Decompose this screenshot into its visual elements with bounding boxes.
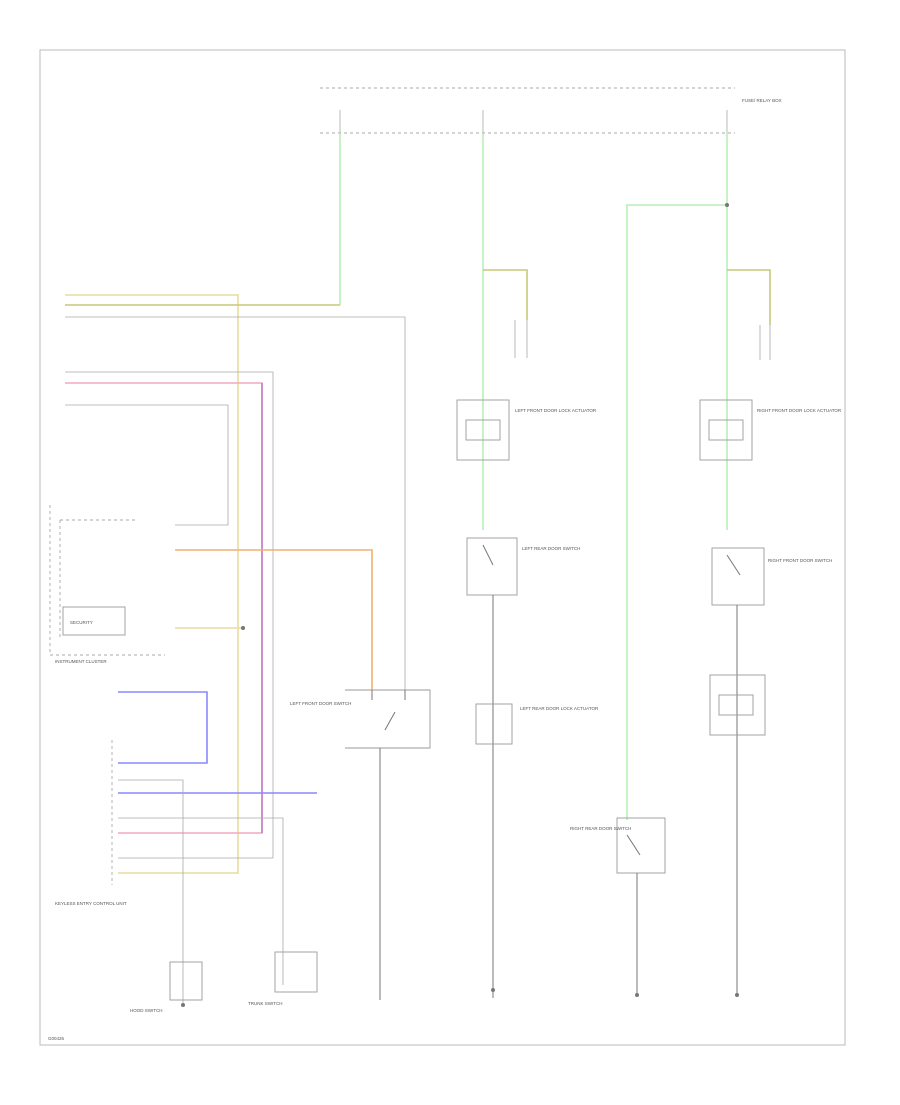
security-indicator (62, 606, 126, 636)
wire-gry-1 (65, 316, 406, 690)
rr-door-switch: RIGHT REAR DOOR SWITCH (570, 817, 666, 997)
diagram-code: G00426 (48, 1036, 65, 1041)
wire-blu-1 (118, 691, 208, 764)
hood-switch-label: HOOD SWITCH (130, 1008, 163, 1013)
splice-dot (725, 203, 729, 207)
lr-actuator-label: LEFT REAR DOOR LOCK ACTUATOR (520, 706, 599, 711)
upper-sensors (483, 269, 771, 360)
rf-door-sw-label: RIGHT FRONT DOOR SWITCH (768, 558, 832, 563)
instrument-cluster: SECURITY INSTRUMENT CLUSTER (49, 505, 165, 664)
fuse-box: FUSE/ RELAY BOX (320, 87, 782, 134)
instrument-cluster-label: INSTRUMENT CLUSTER (55, 659, 107, 664)
wire-gry-3 (65, 404, 229, 526)
rr-door-switch-label: RIGHT REAR DOOR SWITCH (570, 826, 631, 831)
wire-gry-5 (118, 817, 284, 985)
wire-yel-top (65, 294, 239, 874)
wire-org (175, 549, 373, 690)
wire-pnk (65, 382, 263, 834)
security-label: SECURITY (70, 620, 93, 625)
lf-door-sw-right-label: LEFT REAR DOOR SWITCH (522, 546, 580, 551)
trunk-switch-label: TRUNK SWITCH (248, 1001, 283, 1006)
fuse-box-label: FUSE/ RELAY BOX (742, 98, 782, 103)
hood-switch: HOOD SWITCH (130, 961, 203, 1013)
lf-door-switch-label: LEFT FRONT DOOR SWITCH (290, 701, 351, 706)
rf-actuator: RIGHT FRONT DOOR LOCK ACTUATOR RIGHT FRO… (699, 399, 842, 997)
lf-actuator: LEFT FRONT DOOR LOCK ACTUATOR LEFT REAR … (456, 399, 597, 992)
splice-dot (241, 626, 245, 630)
wire-grn-4 (626, 204, 727, 820)
wire-gry-4 (118, 779, 184, 1005)
control-unit-label: KEYLESS ENTRY CONTROL UNIT (55, 901, 127, 906)
ground-dot (181, 1003, 185, 1007)
trunk-switch: TRUNK SWITCH (248, 951, 318, 1006)
lf-door-switch: LEFT FRONT DOOR SWITCH (290, 689, 431, 990)
wire-gry-2 (65, 371, 274, 859)
power-feed-wires (339, 133, 729, 820)
rf-actuator-label: RIGHT FRONT DOOR LOCK ACTUATOR (757, 408, 842, 413)
lf-actuator-label: LEFT FRONT DOOR LOCK ACTUATOR (515, 408, 597, 413)
diagram-frame (39, 49, 846, 1046)
control-unit: KEYLESS ENTRY CONTROL UNIT (55, 740, 127, 906)
lr-actuator: LEFT REAR DOOR LOCK ACTUATOR (520, 706, 599, 711)
grounds (379, 990, 494, 1000)
left-bus-wires (65, 294, 406, 1007)
